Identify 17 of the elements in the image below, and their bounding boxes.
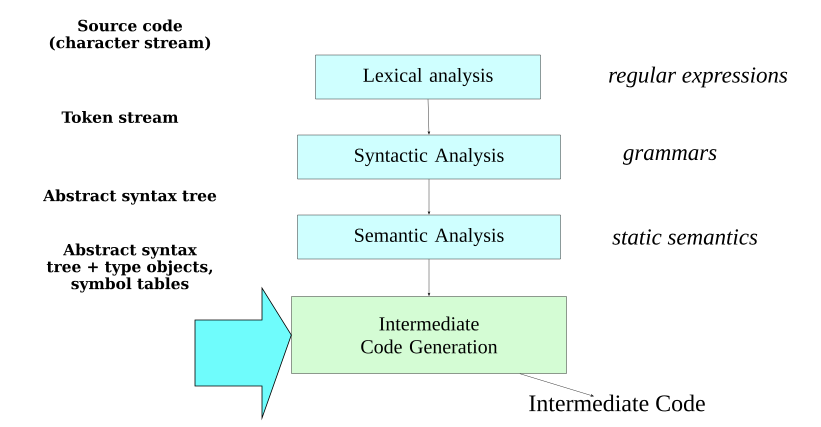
stage-label: Token stream: [62, 111, 178, 123]
arrow: [428, 99, 430, 134]
process-box: Lexical analysis: [315, 54, 541, 100]
arrow: [428, 179, 430, 214]
annotation-text: regular expressions: [609, 66, 788, 88]
output-text: Intermediate Code: [529, 394, 705, 412]
stage-label: Source code (character stream): [50, 19, 210, 51]
stage-label: Abstract syntax tree + type objects, symbol tables: [46, 243, 212, 293]
annotation-text: static semantics: [612, 229, 758, 245]
stage-label: Abstract syntax tree: [43, 189, 216, 205]
process-box: Intermediate Code Generation: [291, 296, 567, 374]
process-box: Syntactic Analysis: [297, 134, 561, 180]
block-arrow: [194, 286, 292, 420]
process-box: Semantic Analysis: [297, 214, 561, 260]
arrow: [428, 259, 430, 296]
arrow: [520, 374, 594, 397]
annotation-text: grammars: [622, 149, 716, 165]
